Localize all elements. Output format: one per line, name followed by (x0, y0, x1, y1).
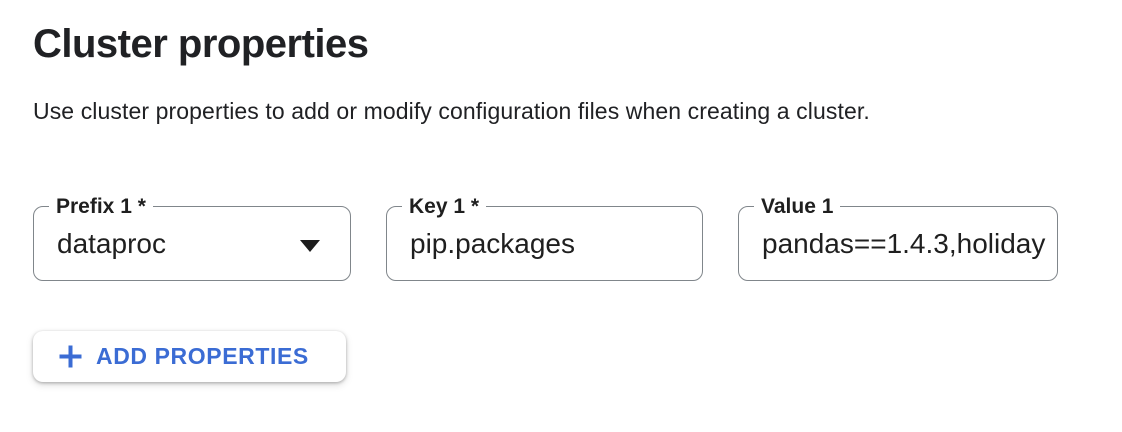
add-properties-label: ADD PROPERTIES (96, 343, 309, 369)
value-field: Value 1 (738, 193, 1058, 281)
property-row: Prefix 1 * dataproc Key 1 * Value 1 (33, 193, 1122, 281)
section-description: Use cluster properties to add or modify … (33, 98, 870, 124)
key-field: Key 1 * (386, 193, 703, 281)
add-properties-button[interactable]: ADD PROPERTIES (33, 331, 346, 382)
value-label: Value 1 (754, 193, 841, 220)
prefix-selected-value: dataproc (57, 227, 166, 259)
page-title: Cluster properties (33, 22, 369, 66)
dropdown-caret-icon (300, 239, 320, 252)
key-label: Key 1 * (402, 193, 487, 220)
cluster-properties-section: Cluster properties Use cluster propertie… (33, 22, 1122, 382)
prefix-select[interactable]: Prefix 1 * dataproc (33, 193, 351, 281)
prefix-label: Prefix 1 * (49, 193, 153, 220)
plus-icon (59, 345, 82, 368)
